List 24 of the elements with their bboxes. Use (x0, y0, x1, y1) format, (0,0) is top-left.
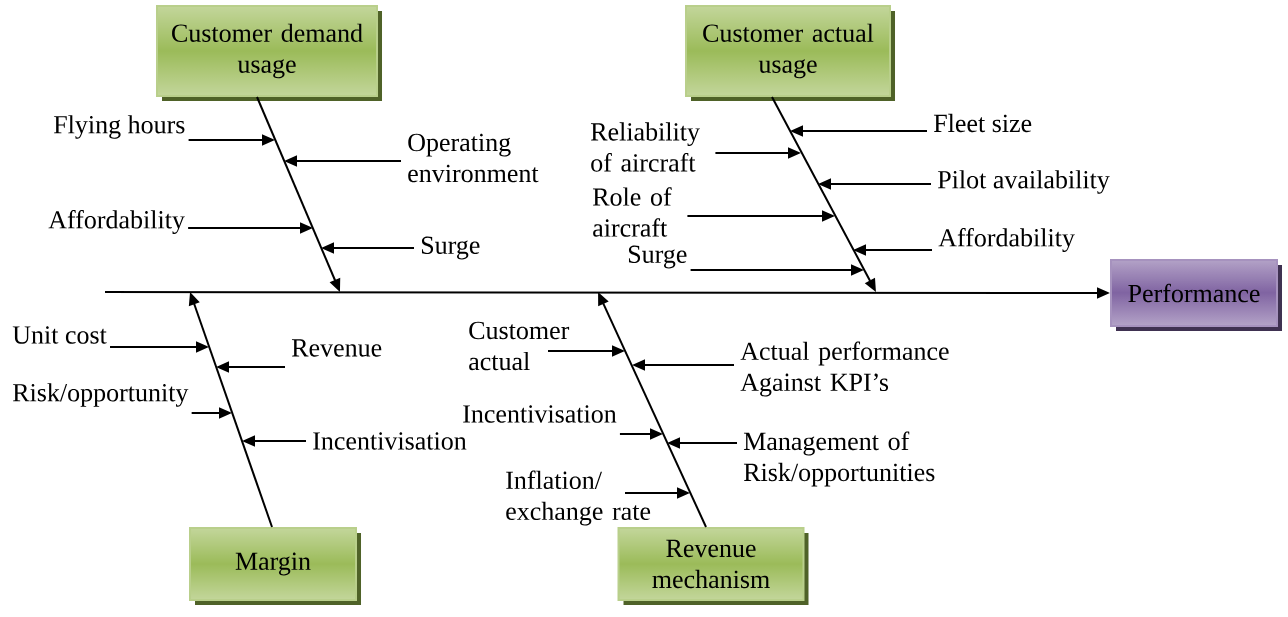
cause-label: Incentivisation (463, 405, 617, 423)
category-box: Revenue mechanism (617, 527, 809, 605)
cause-label: Role of aircraft (592, 187, 672, 237)
cause-label: Risk/opportunity (12, 383, 189, 407)
category-box: Customer demand usage (156, 5, 382, 101)
cause-label: Surge (421, 236, 480, 260)
cause-label: Incentivisation (313, 432, 467, 450)
category-box: Margin (189, 527, 361, 605)
cause-label: Unit cost (12, 326, 107, 344)
cause-label: Affordability (48, 210, 185, 234)
category-box: Customer actual usage (685, 5, 895, 101)
cause-label: Surge (628, 245, 687, 269)
cause-label: Fleet size (933, 113, 1032, 133)
cause-label: Management of Risk/opportunities (743, 431, 935, 487)
category-box: Performance (1110, 259, 1282, 331)
cause-label: Revenue (291, 339, 382, 357)
cause-label: Pilot availability (937, 170, 1110, 194)
cause-label: Affordability (938, 228, 1075, 252)
cause-label: Flying hours (53, 115, 185, 139)
cause-label: Reliability of aircraft (590, 122, 700, 172)
cause-label: Customer actual (469, 321, 570, 371)
cause-label: Operating environment (408, 133, 539, 183)
cause-label: Actual performance Against KPI’s (740, 341, 949, 397)
cause-label: Inflation/ exchange rate (506, 470, 651, 526)
